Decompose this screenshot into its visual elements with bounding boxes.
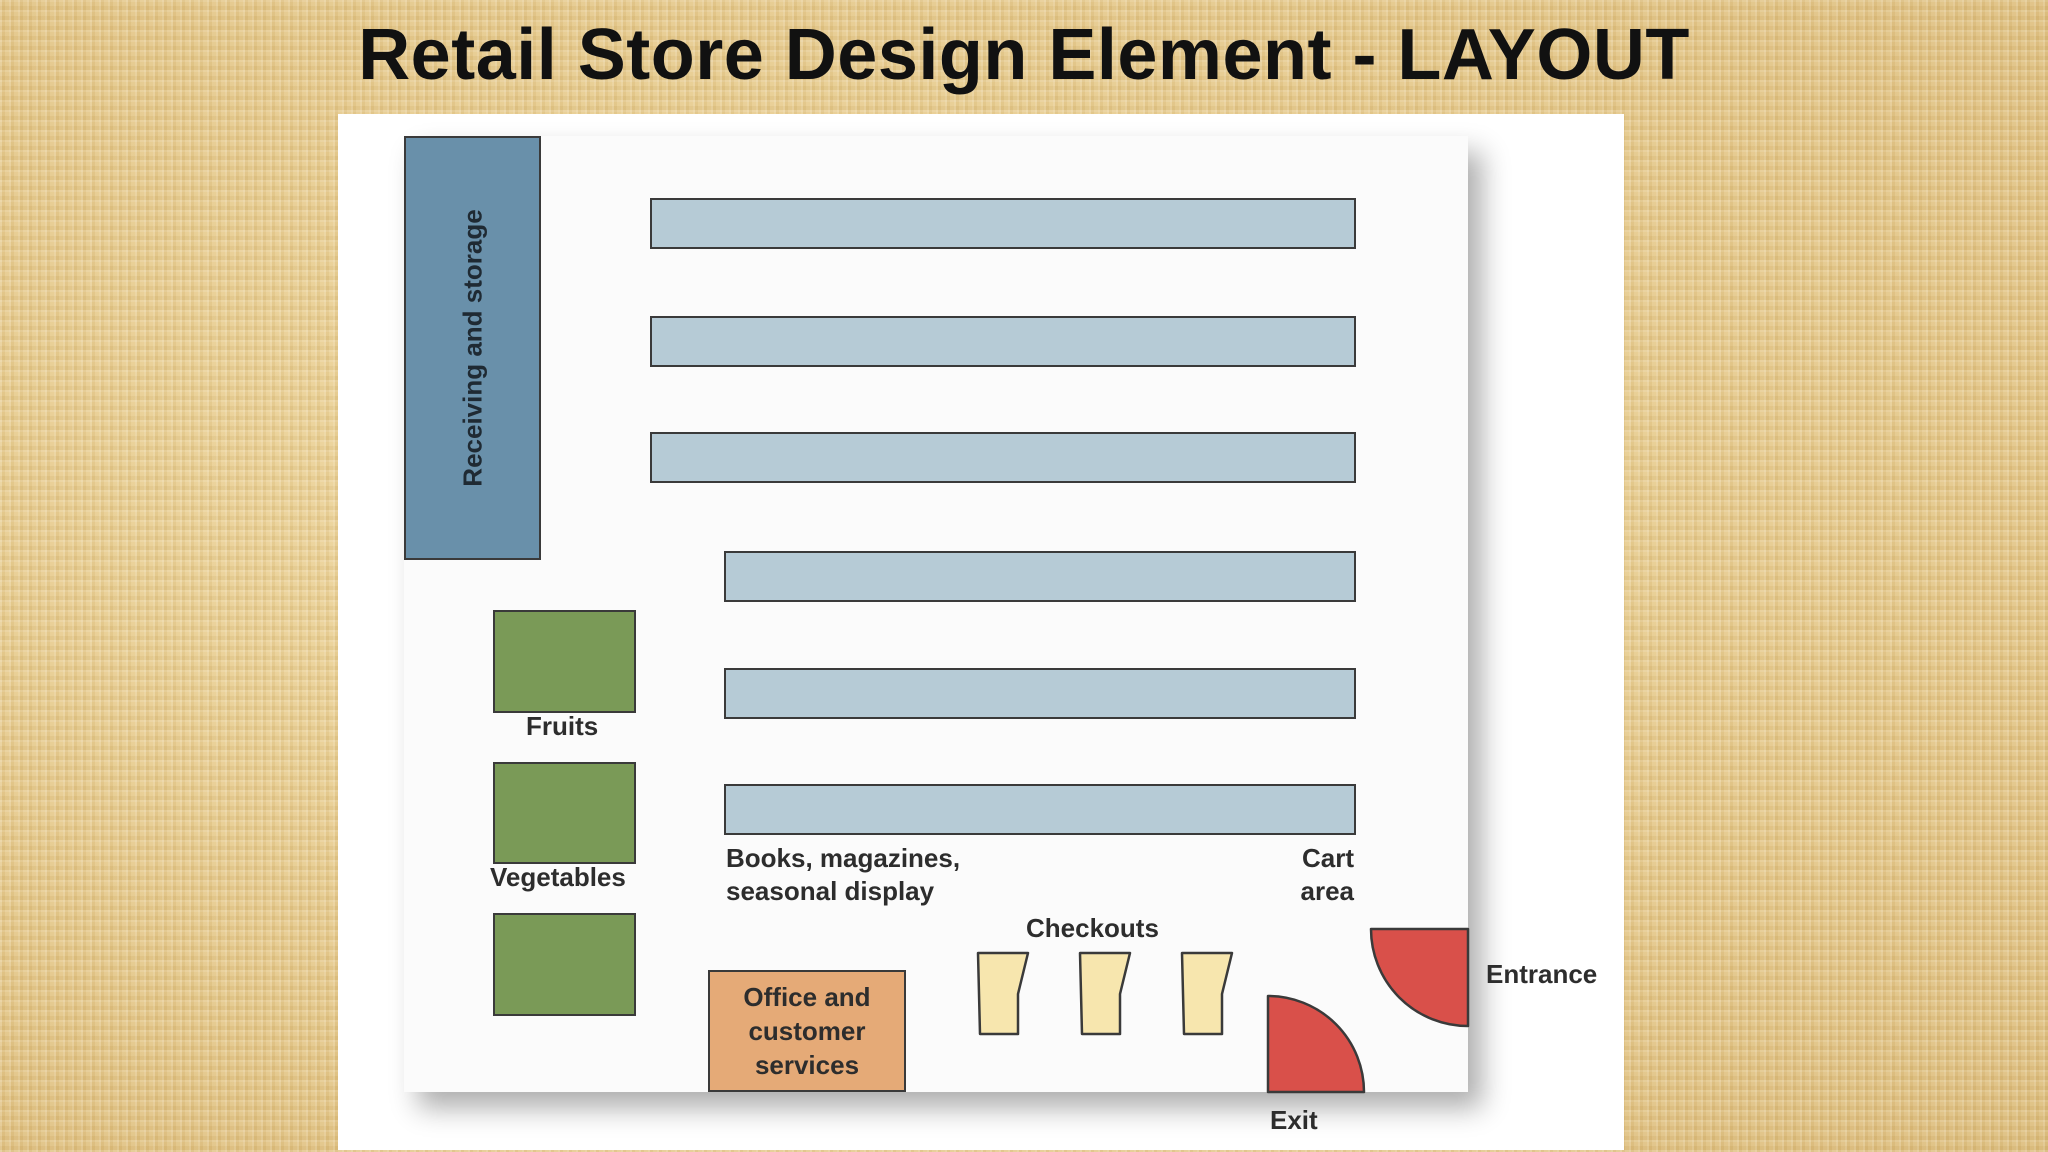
books-magazines-label: Books, magazines, seasonal display (726, 843, 961, 906)
fruits-display (493, 610, 636, 713)
entrance-door (1369, 927, 1470, 1028)
checkout-counter (1180, 951, 1234, 1036)
checkouts-and-doors (976, 927, 1470, 1094)
checkout-counter (976, 951, 1030, 1036)
exit-door (1266, 994, 1366, 1094)
layout-diagram-panel: Receiving and storage Fruits Vegetables … (338, 114, 1624, 1150)
produce-display (493, 913, 636, 1016)
aisle-shelf (724, 551, 1356, 602)
aisle-shelf (650, 316, 1356, 367)
checkouts-label: Checkouts (1026, 913, 1159, 943)
exit-label: Exit (1270, 1105, 1318, 1135)
slide-title: Retail Store Design Element - LAYOUT (358, 15, 1690, 95)
aisle-shelf (650, 198, 1356, 249)
entrance-label: Entrance (1486, 959, 1598, 989)
aisle-shelf (650, 432, 1356, 483)
fruits-label: Fruits (526, 711, 599, 741)
aisle-shelf (724, 668, 1356, 719)
receiving-storage-area: Receiving and storage (404, 136, 541, 560)
checkout-counter (1078, 951, 1132, 1036)
vegetables-label: Vegetables (490, 862, 626, 892)
vegetables-display (493, 762, 636, 864)
cart-area-label: Cart area (1300, 843, 1355, 906)
office-customer-services: Office and customer services (708, 970, 906, 1092)
aisle-shelf (724, 784, 1356, 835)
office-customer-services-label: Office and customer services (743, 982, 871, 1080)
